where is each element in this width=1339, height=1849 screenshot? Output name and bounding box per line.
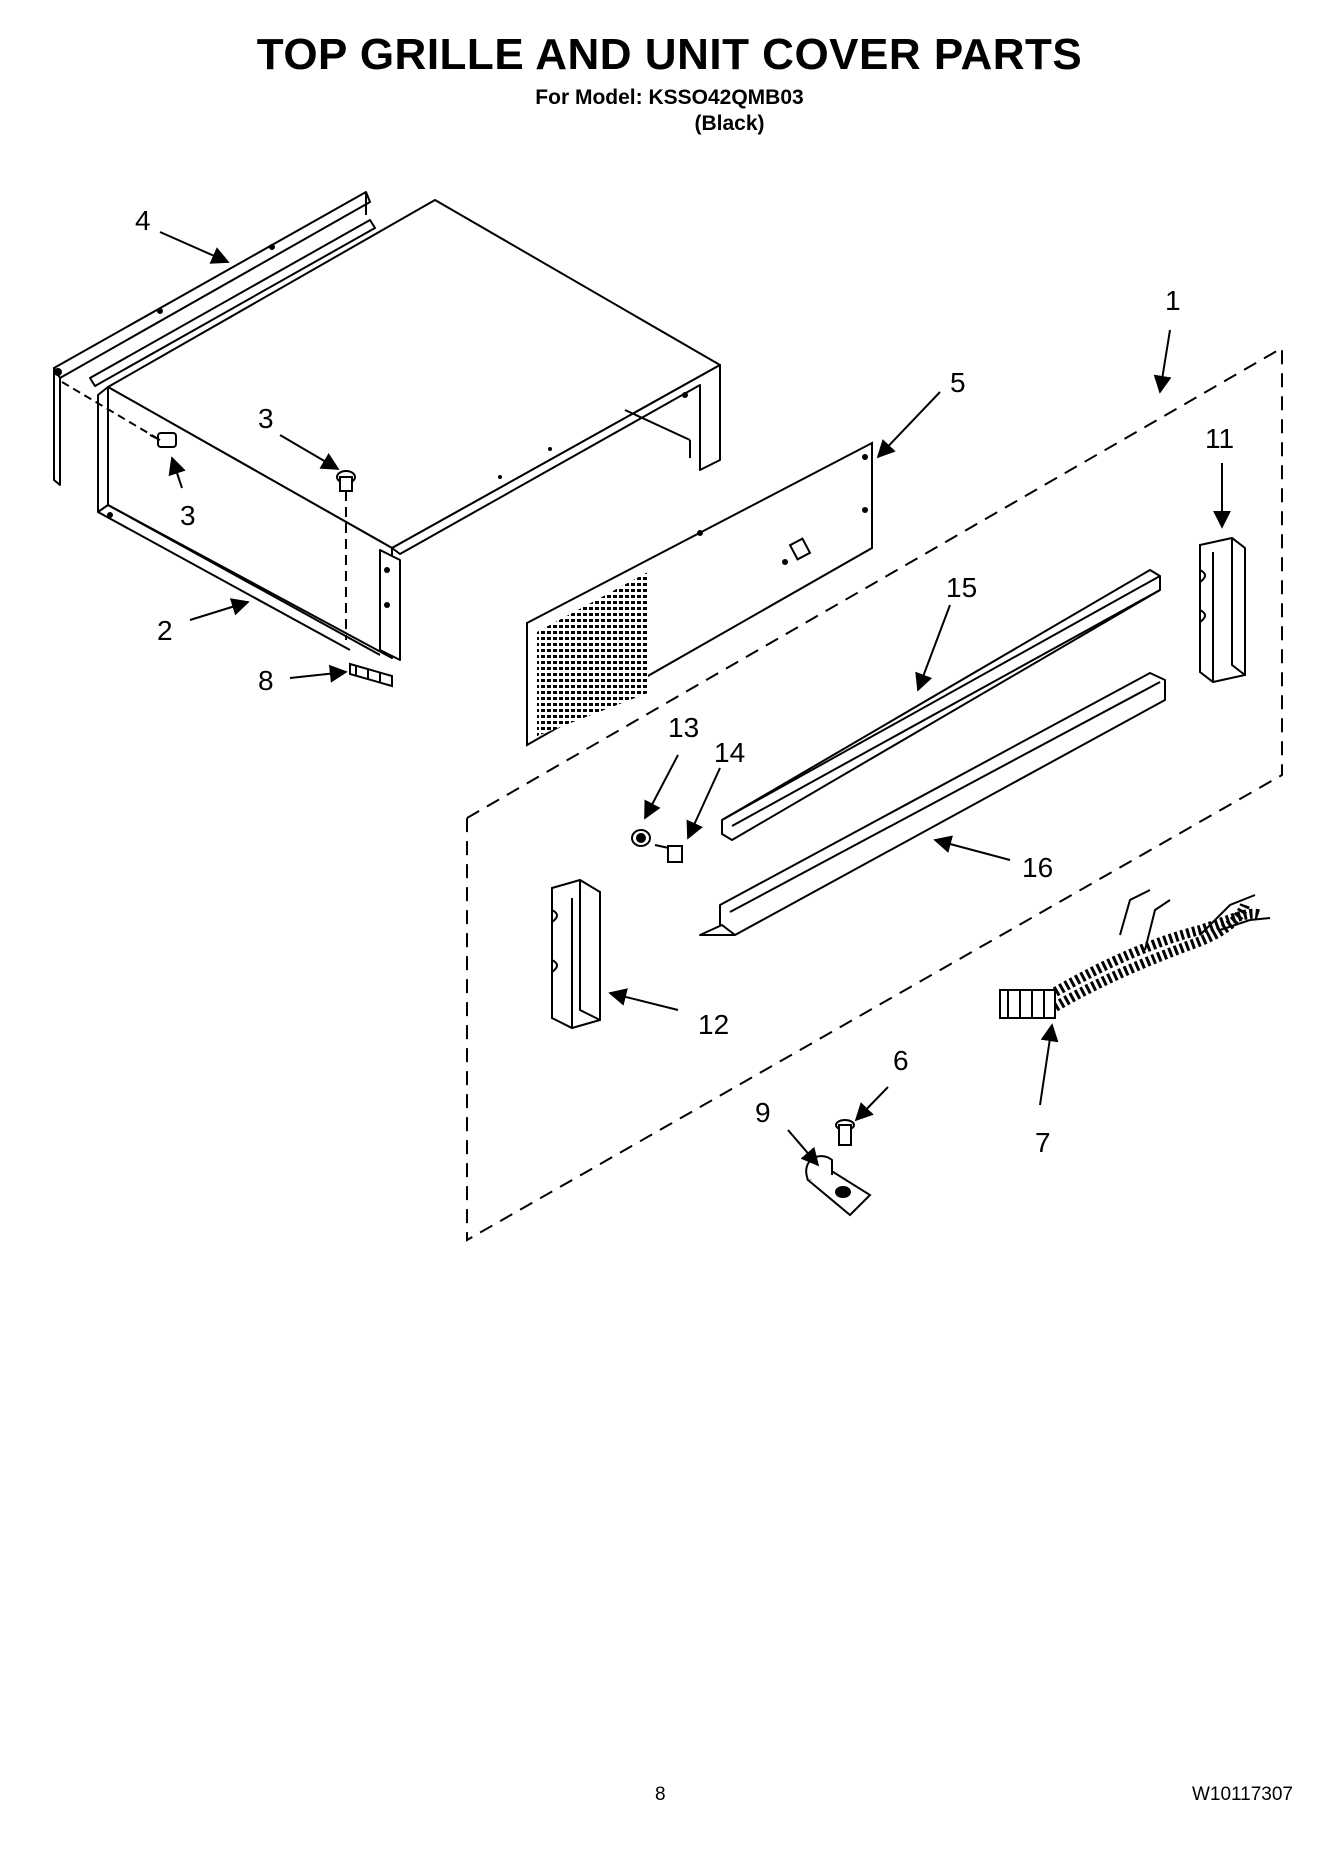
callout-8: 8 (258, 665, 274, 696)
rail-part-15 (721, 569, 1161, 841)
callout-13: 13 (668, 712, 699, 743)
screw-part-6 (835, 1119, 855, 1146)
clamp-part-9 (805, 1155, 872, 1217)
callout-7: 7 (1035, 1127, 1051, 1158)
callout-11: 11 (1205, 423, 1234, 454)
screw-part-3-right (336, 470, 356, 640)
callout-6: 6 (893, 1045, 909, 1076)
kit-boundary (466, 346, 1283, 1242)
unit-cover (97, 199, 721, 661)
bracket-part-11 (1199, 536, 1246, 684)
page-number: 8 (655, 1784, 666, 1805)
screw-part-3-left (61, 381, 177, 448)
rail-part-16 (699, 672, 1166, 936)
leader-lines (159, 231, 1231, 1167)
callout-3-upper: 3 (258, 403, 274, 434)
callout-5: 5 (950, 367, 966, 398)
spacer-part-14 (654, 844, 683, 863)
callout-12: 12 (698, 1009, 729, 1040)
wire-harness-part-7 (999, 889, 1271, 1019)
top-grille-rail (53, 191, 376, 486)
callout-4: 4 (135, 205, 151, 236)
callout-2: 2 (157, 615, 173, 646)
callout-15: 15 (946, 572, 977, 603)
callout-14: 14 (714, 737, 745, 768)
color-subtitle: (Black) (694, 112, 765, 135)
knob-part-13 (631, 829, 651, 847)
callout-16: 16 (1022, 852, 1053, 883)
clip-part-8 (349, 662, 393, 688)
model-subtitle: For Model: KSSO42QMB03 (535, 86, 804, 109)
rear-panel (526, 441, 873, 747)
page-title: TOP GRILLE AND UNIT COVER PARTS (256, 30, 1083, 79)
callout-3-lower: 3 (180, 500, 196, 531)
document-number: W10117307 (1191, 1784, 1293, 1805)
callout-9: 9 (755, 1097, 771, 1128)
bracket-part-12 (551, 878, 601, 1030)
callout-1: 1 (1165, 285, 1181, 316)
